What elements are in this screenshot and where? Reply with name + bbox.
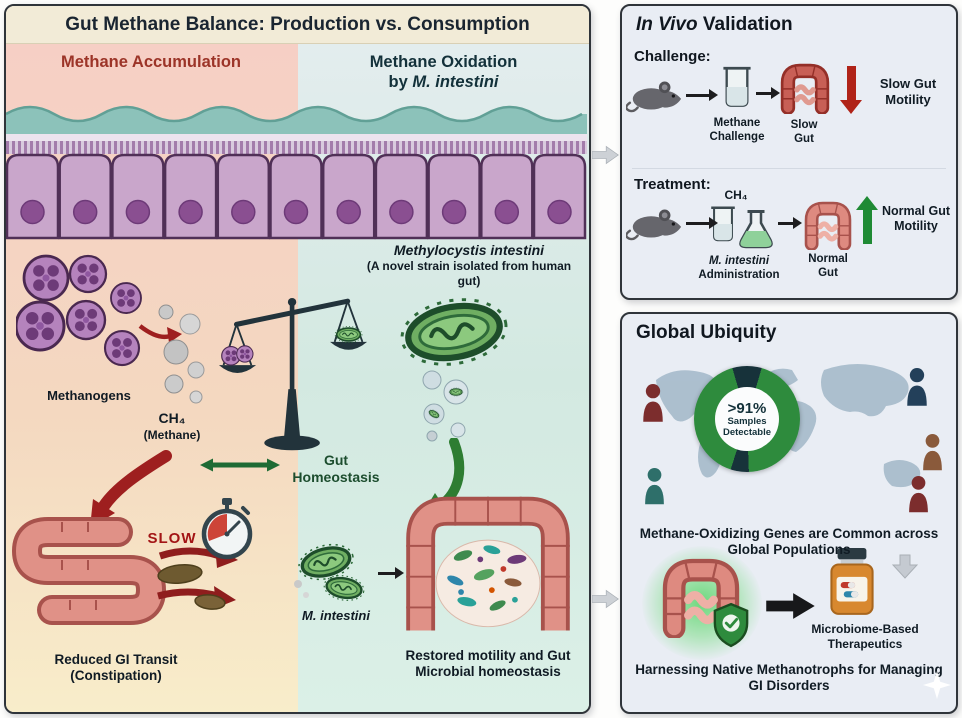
- m-intestini-label: M. intestini: [302, 608, 370, 623]
- person-icon: [643, 384, 663, 422]
- ch4-text: CH₄: [158, 410, 186, 426]
- m-intestini-pair-icon: [293, 540, 367, 604]
- methane-subtext: (Methane): [143, 428, 201, 443]
- treatment-result-label: Normal Gut Motility: [881, 204, 951, 234]
- main-title: Gut Methane Balance: Production vs. Cons…: [6, 6, 589, 44]
- person-icon: [907, 368, 927, 406]
- slow-gut-label: Slow Gut: [790, 119, 818, 146]
- invivo-title: In Vivo Validation: [636, 14, 793, 36]
- methane-label: CH₄ (Methane): [124, 410, 220, 443]
- arrow-icon: [378, 567, 404, 579]
- strain-callout: Methylocystis intestini (A novel strain …: [358, 242, 580, 288]
- methane-bubbles-icon: [138, 304, 205, 404]
- person-icon: [923, 434, 942, 471]
- donut-label: Samples Detectable: [722, 415, 772, 438]
- healthy-gut-microbiome-illustration: [406, 496, 570, 631]
- arrow-icon: [778, 217, 802, 229]
- oxidation-heading-by: by: [388, 73, 413, 92]
- restored-outcome-label: Restored motility and Gut Microbial home…: [405, 648, 571, 680]
- invivo-validation-panel: In Vivo Validation Challenge: Methane Ch…: [620, 4, 958, 300]
- section-divider: [632, 168, 946, 169]
- homeostasis-label: Gut Homeostasis: [292, 452, 380, 486]
- oxidation-heading-line1: Methane Oxidation: [369, 53, 518, 71]
- global-footer-text: Harnessing Native Methanotrophs for Mana…: [635, 662, 943, 694]
- arrow-icon: [686, 217, 718, 229]
- person-icon: [645, 468, 664, 505]
- slow-motility-arrow-icon: [840, 66, 862, 114]
- arrow-icon: [756, 87, 780, 99]
- connector-arrow-top-icon: [592, 145, 619, 165]
- pill-bottle-icon: [830, 548, 874, 615]
- flask-icon: [738, 210, 774, 249]
- challenge-label: Challenge:: [634, 48, 711, 65]
- slow-gut-icon: [778, 62, 832, 114]
- beaker-icon: [722, 66, 752, 108]
- connector-arrow-bottom-icon: [592, 589, 619, 609]
- gut-epithelium-illustration: [6, 105, 587, 240]
- methane-challenge-label: Methane Challenge: [709, 117, 765, 144]
- down-arrow-icon: [892, 554, 918, 579]
- therapy-arrow-icon: [766, 593, 815, 619]
- donut-center: >91% Samples Detectable: [715, 387, 779, 451]
- gut-methane-balance-panel: Gut Methane Balance: Production vs. Cons…: [4, 4, 591, 714]
- challenge-result-label: Slow Gut Motility: [879, 76, 937, 107]
- outcome-line1: Reduced GI Transit: [54, 652, 178, 667]
- accumulation-heading: Methane Accumulation: [61, 53, 241, 71]
- samples-donut-chart: >91% Samples Detectable: [694, 366, 800, 472]
- donut-value: >91%: [727, 399, 767, 417]
- oxidation-heading-line2: by M. intestini: [388, 73, 498, 91]
- strain-desc: (A novel strain isolated from human gut): [366, 259, 572, 288]
- methanogens-label: Methanogens: [47, 388, 131, 403]
- therapeutics-label: Microbiome-Based Therapeutics: [811, 622, 919, 651]
- strain-name: Methylocystis intestini: [393, 242, 545, 258]
- m-intestini-bacterium-icon: [398, 294, 510, 370]
- genes-ubiquity-text: Methane-Oxidizing Genes are Common acros…: [639, 526, 939, 558]
- sparkle-icon: [923, 671, 951, 699]
- balance-scale-icon: [218, 297, 368, 451]
- mouse-icon: [626, 208, 683, 241]
- ch4-label: CH₄: [724, 188, 748, 202]
- outcome-line2: (Constipation): [70, 668, 162, 684]
- administration-label: M. intestini Administration: [686, 254, 792, 282]
- mouse-icon: [626, 80, 683, 113]
- administration-rest: Administration: [698, 269, 780, 282]
- normal-gut-label: Normal Gut: [808, 253, 848, 280]
- arrow-icon: [686, 89, 718, 101]
- person-icon: [909, 476, 928, 513]
- administration-species: M. intestini: [708, 255, 770, 267]
- invivo-title-rest: Validation: [697, 14, 793, 35]
- homeostasis-double-arrow-icon: [200, 458, 280, 472]
- global-ubiquity-panel: Global Ubiquity >91% Samples Detectable: [620, 312, 958, 714]
- treatment-label: Treatment:: [634, 176, 711, 193]
- invivo-title-italic: In Vivo: [636, 14, 698, 35]
- normal-gut-icon: [802, 200, 854, 250]
- shield-check-icon: [713, 602, 749, 648]
- global-title: Global Ubiquity: [636, 322, 777, 343]
- normal-motility-arrow-icon: [856, 196, 878, 244]
- stopwatch-icon: [201, 498, 253, 560]
- oxidation-heading: Methane Oxidation by M. intestini: [311, 52, 576, 92]
- oxidation-heading-species: M. intestini: [412, 73, 499, 92]
- constipation-outcome-label: Reduced GI Transit (Constipation): [16, 652, 216, 685]
- oxidized-methane-bubbles-icon: [422, 370, 469, 442]
- slow-label: SLOW: [147, 530, 197, 547]
